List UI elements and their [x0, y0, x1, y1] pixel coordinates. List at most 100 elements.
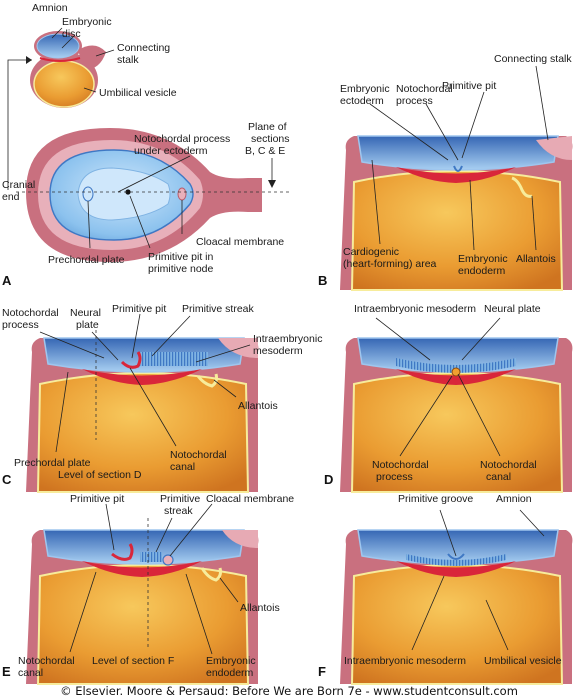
svg-text:Notochordal: Notochordal — [2, 307, 59, 319]
svg-text:Intraembryonic mesoderm: Intraembryonic mesoderm — [344, 655, 466, 667]
svg-text:Connecting stalk: Connecting stalk — [494, 53, 572, 65]
svg-text:mesoderm: mesoderm — [253, 345, 303, 357]
label-amnion: Amnion — [32, 2, 68, 14]
svg-text:Umbilical vesicle: Umbilical vesicle — [99, 87, 177, 99]
label-embryonic-disc-2: disc — [62, 28, 81, 40]
label-e-embryonic-endoderm-1: Embryonic — [206, 655, 256, 667]
svg-text:Neural plate: Neural plate — [484, 303, 541, 315]
svg-text:sections: sections — [251, 133, 290, 145]
panel-letter-a: A — [2, 273, 12, 288]
svg-text:Allantois: Allantois — [516, 253, 556, 265]
svg-text:under ectoderm: under ectoderm — [134, 145, 208, 157]
label-connecting-stalk-2: stalk — [117, 54, 139, 66]
label-e-allantois: Allantois — [240, 602, 280, 614]
label-embryonic-disc-1: Embryonic — [62, 16, 112, 28]
label-notochordal-process-1: Notochordal process — [134, 133, 230, 145]
svg-text:stalk: stalk — [117, 54, 139, 66]
label-d-intraembryonic-mesoderm: Intraembryonic mesoderm — [354, 303, 476, 315]
label-c-primitive-pit: Primitive pit — [112, 303, 166, 315]
svg-text:B, C & E: B, C & E — [245, 145, 285, 157]
label-c-level-section-d: Level of section D — [58, 469, 142, 481]
svg-text:Primitive pit in: Primitive pit in — [148, 251, 214, 263]
svg-text:canal: canal — [18, 667, 43, 679]
svg-text:Notochordal process: Notochordal process — [134, 133, 230, 145]
label-plane-1: Plane of — [248, 121, 287, 133]
svg-text:streak: streak — [164, 505, 193, 517]
label-c-allantois: Allantois — [238, 400, 278, 412]
svg-text:Embryonic: Embryonic — [340, 83, 390, 95]
svg-text:Intraembryonic mesoderm: Intraembryonic mesoderm — [354, 303, 476, 315]
svg-text:Intraembryonic: Intraembryonic — [253, 333, 322, 345]
label-b-embryonic-endoderm-1: Embryonic — [458, 253, 508, 265]
panel-b: Embryonic ectoderm Notochordal process P… — [318, 53, 574, 291]
panel-d: Intraembryonic mesoderm Neural plate Not… — [324, 303, 574, 493]
label-d-notochordal-canal-1: Notochordal — [480, 459, 537, 471]
dorsal-view — [16, 128, 290, 262]
svg-text:B: B — [318, 273, 327, 288]
label-c-notochordal-process-2: process — [2, 319, 39, 331]
label-f-umbilical-vesicle: Umbilical vesicle — [484, 655, 562, 667]
label-b-embryonic-endoderm-2: endoderm — [458, 265, 506, 277]
panel-f: Primitive groove Amnion Intraembryonic m… — [318, 493, 574, 685]
svg-text:Level of section F: Level of section F — [92, 655, 174, 667]
svg-text:Allantois: Allantois — [240, 602, 280, 614]
svg-text:ectoderm: ectoderm — [340, 95, 384, 107]
arrow-head — [26, 56, 32, 64]
label-b-connecting-stalk: Connecting stalk — [494, 53, 572, 65]
label-c-notochordal-canal-2: canal — [170, 461, 195, 473]
svg-text:Primitive streak: Primitive streak — [182, 303, 255, 315]
svg-text:Primitive pit: Primitive pit — [112, 303, 166, 315]
svg-text:process: process — [376, 471, 413, 483]
label-b-primitive-pit: Primitive pit — [442, 80, 496, 92]
svg-text:Umbilical vesicle: Umbilical vesicle — [484, 655, 562, 667]
label-e-primitive-streak-1: Primitive — [160, 493, 200, 505]
label-c-notochordal-canal-1: Notochordal — [170, 449, 227, 461]
svg-text:Plane of: Plane of — [248, 121, 287, 133]
svg-text:F: F — [318, 664, 326, 679]
label-e-level-section-f: Level of section F — [92, 655, 174, 667]
panel-c: Notochordal process Neural plate Primiti… — [2, 303, 322, 493]
svg-text:Primitive pit: Primitive pit — [70, 493, 124, 505]
label-e-cloacal-membrane: Cloacal membrane — [206, 493, 294, 505]
label-c-primitive-streak: Primitive streak — [182, 303, 255, 315]
label-c-prechordal-plate: Prechordal plate — [14, 457, 91, 469]
label-e-embryonic-endoderm-2: endoderm — [206, 667, 254, 679]
label-b-embryonic-ectoderm-1: Embryonic — [340, 83, 390, 95]
svg-text:Neural: Neural — [70, 307, 101, 319]
svg-text:Embryonic: Embryonic — [62, 16, 112, 28]
svg-text:Prechordal plate: Prechordal plate — [48, 254, 125, 266]
label-b-notochordal-process-2: process — [396, 95, 433, 107]
svg-text:Notochordal: Notochordal — [170, 449, 227, 461]
inset-embryo — [30, 31, 106, 108]
svg-text:Embryonic: Embryonic — [458, 253, 508, 265]
panel-letter-e: E — [2, 664, 11, 679]
panel-letter-b: B — [318, 273, 327, 288]
label-b-cardiogenic-2: (heart-forming) area — [343, 258, 437, 270]
label-plane-2: sections — [251, 133, 290, 145]
label-d-notochordal-canal-2: canal — [486, 471, 511, 483]
label-d-notochordal-process-1: Notochordal — [372, 459, 429, 471]
svg-text:Primitive: Primitive — [160, 493, 200, 505]
svg-text:Notochordal: Notochordal — [396, 83, 453, 95]
svg-text:Connecting: Connecting — [117, 42, 170, 54]
svg-text:Prechordal plate: Prechordal plate — [14, 457, 91, 469]
label-c-intraembryonic-mesoderm-1: Intraembryonic — [253, 333, 322, 345]
svg-text:Notochordal: Notochordal — [18, 655, 75, 667]
panel-e: Primitive pit Primitive streak Cloacal m… — [2, 493, 294, 685]
copyright-notice: © Elsevier. Moore & Persaud: Before We a… — [60, 684, 518, 698]
svg-text:end: end — [2, 191, 20, 203]
label-cranial-1: Cranial — [2, 179, 35, 191]
label-b-cardiogenic-1: Cardiogenic — [343, 246, 399, 258]
label-c-neural-plate-2: plate — [76, 319, 99, 331]
label-c-notochordal-process-1: Notochordal — [2, 307, 59, 319]
label-d-neural-plate: Neural plate — [484, 303, 541, 315]
label-b-allantois: Allantois — [516, 253, 556, 265]
panel-a: Amnion Embryonic disc Connecting stalk U… — [2, 2, 290, 288]
label-prechordal-plate: Prechordal plate — [48, 254, 125, 266]
label-c-neural-plate-1: Neural — [70, 307, 101, 319]
svg-text:Amnion: Amnion — [32, 2, 68, 14]
label-e-primitive-pit: Primitive pit — [70, 493, 124, 505]
label-c-intraembryonic-mesoderm-2: mesoderm — [253, 345, 303, 357]
label-primitive-pit-2: primitive node — [148, 263, 214, 275]
